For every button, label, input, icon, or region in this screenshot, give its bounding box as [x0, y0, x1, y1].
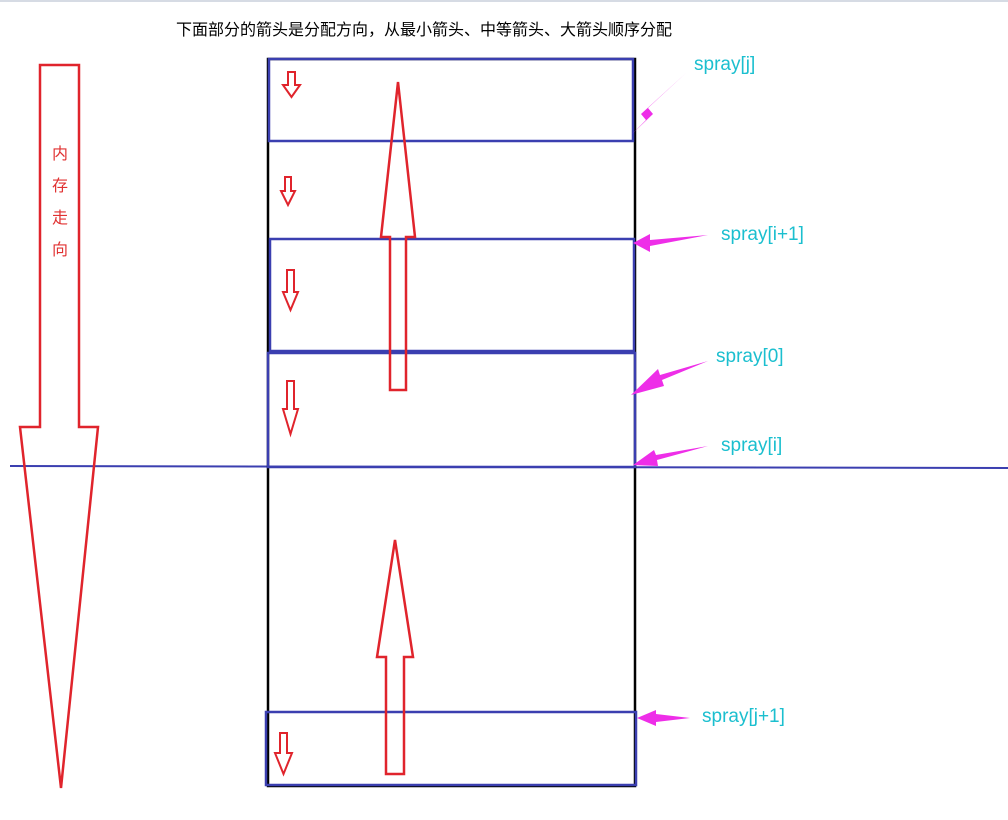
label-spray-i: spray[i]: [721, 435, 783, 456]
large-up-arrow-upper: [379, 81, 417, 392]
small-down-arrow-5: [273, 732, 294, 777]
top-border: [0, 0, 1008, 2]
memory-direction-char: 向: [51, 240, 68, 259]
memory-direction-char: 内: [51, 144, 68, 163]
memory-direction-label: 内 存 走 向: [48, 138, 72, 266]
small-down-arrow-4: [281, 380, 300, 438]
large-up-arrow-lower: [375, 539, 415, 776]
pointer-spray-i: [633, 446, 708, 466]
block-spray-i-plus-1: [268, 237, 636, 353]
pointer-spray-j: [631, 73, 686, 135]
block-spray-j-plus-1: [264, 710, 638, 787]
block-spray-0: [266, 351, 637, 469]
memory-direction-char: 走: [51, 208, 68, 227]
label-spray-0: spray[0]: [716, 346, 784, 367]
label-spray-j-plus-1: spray[j+1]: [702, 706, 785, 727]
small-down-arrow-3: [281, 269, 300, 313]
pointer-spray-j-plus-1: [637, 710, 690, 726]
memory-direction-arrow: [18, 63, 100, 789]
small-down-arrow-1: [281, 71, 302, 99]
memory-direction-char: 存: [51, 176, 68, 195]
pointer-spray-0: [631, 361, 708, 395]
diagram-title: 下面部分的箭头是分配方向，从最小箭头、中等箭头、大箭头顺序分配: [176, 20, 673, 39]
label-spray-j: spray[j]: [694, 54, 756, 75]
pointer-spray-i-plus-1: [633, 234, 708, 252]
memory-column: [266, 57, 637, 788]
block-spray-j: [267, 57, 635, 143]
label-spray-i-plus-1: spray[i+1]: [721, 224, 804, 245]
small-down-arrow-2: [279, 176, 297, 208]
